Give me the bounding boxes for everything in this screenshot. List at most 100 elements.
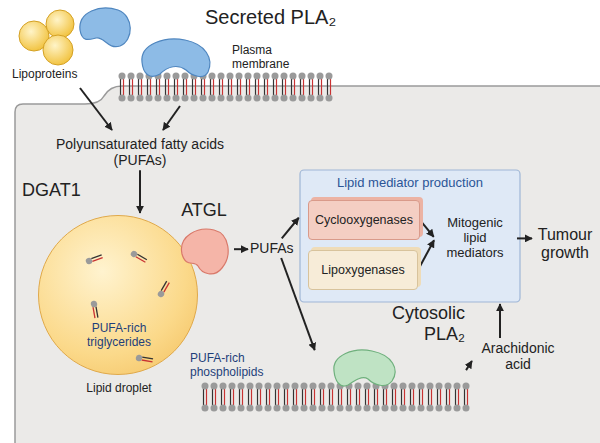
lipid-tail — [120, 79, 121, 87]
lipid-head — [454, 383, 461, 390]
lipid-tail — [383, 389, 384, 397]
lipid-tail — [305, 389, 306, 397]
lipid-tail — [294, 79, 295, 87]
lipid-tail — [246, 79, 247, 87]
arrow — [163, 106, 180, 130]
lipid-head — [326, 95, 333, 102]
lipid-tail — [248, 389, 249, 397]
lipid-tail — [458, 397, 459, 405]
fatty-tail — [92, 258, 102, 262]
lipid-tail — [264, 87, 265, 95]
arrow-connector — [139, 170, 141, 213]
lipid-tail — [455, 389, 456, 397]
node-text: Lipid droplet — [39, 382, 199, 396]
lipid-tail — [156, 87, 157, 95]
lipid-tail — [359, 389, 360, 397]
lipid-tail — [165, 87, 166, 95]
lipid-head — [274, 405, 281, 412]
lipid-head — [346, 405, 353, 412]
lipid-head — [382, 405, 389, 412]
lipid-tail — [422, 397, 423, 405]
lipid-tail — [350, 397, 351, 405]
part-label: Plasma membrane — [232, 44, 302, 72]
lipid-head — [236, 95, 243, 102]
lipid-head — [328, 405, 335, 412]
glycerol-head — [135, 354, 142, 361]
lipid-head — [173, 95, 180, 102]
lipid-head — [263, 73, 270, 80]
lipid-tail — [437, 389, 438, 397]
lipid-tail — [212, 389, 213, 397]
lipid-head — [445, 405, 452, 412]
triglyceride — [90, 300, 99, 318]
lipid-tail — [303, 87, 304, 95]
lipoprotein — [46, 10, 74, 38]
lipid-tail — [222, 79, 223, 87]
lipid-tail — [269, 389, 270, 397]
lipid-head — [290, 95, 297, 102]
lipid-tail — [230, 397, 231, 405]
lipid-head — [164, 95, 171, 102]
lipid-tail — [413, 389, 414, 397]
lipid-head — [164, 73, 171, 80]
lipid-tail — [273, 87, 274, 95]
fatty-tail — [164, 283, 170, 293]
lipid-tail — [231, 79, 232, 87]
lipid-tail — [330, 87, 331, 95]
lipid-tail — [206, 397, 207, 405]
lipid-tail — [347, 389, 348, 397]
lipid-tail — [314, 389, 315, 397]
lipid-tail — [341, 397, 342, 405]
lipid-head — [317, 73, 324, 80]
lipid-head — [211, 405, 218, 412]
lipid-tail — [273, 79, 274, 87]
lipid-tail — [311, 389, 312, 397]
lipid-tail — [219, 87, 220, 95]
lipid-tail — [320, 397, 321, 405]
fatty-tail — [96, 307, 98, 318]
lipid-tail — [356, 397, 357, 405]
lipid-head — [400, 383, 407, 390]
lipid-tail — [467, 397, 468, 405]
lipid-head — [155, 95, 162, 102]
lipid-tail — [258, 87, 259, 95]
lipid-head — [283, 383, 290, 390]
lipid-tail — [291, 87, 292, 95]
lipid-head — [436, 383, 443, 390]
lipid-head — [220, 383, 227, 390]
triglyceride — [130, 250, 148, 264]
lipid-tail — [365, 389, 366, 397]
lipid-tail — [422, 389, 423, 397]
text-node: Arachidonic acid — [473, 340, 563, 372]
lipid-tail — [305, 397, 306, 405]
lipid-head — [292, 405, 299, 412]
lipid-tail — [150, 87, 151, 95]
secreted-enzyme — [142, 39, 210, 76]
lipid-tail — [174, 87, 175, 95]
lipid-tail — [386, 389, 387, 397]
enzyme-outline — [181, 229, 228, 274]
lipoproteins — [19, 10, 74, 65]
lipid-head — [409, 405, 416, 412]
lipid-head — [355, 405, 362, 412]
lipid-tail — [386, 397, 387, 405]
lipid-head — [191, 95, 198, 102]
lipid-tail — [374, 397, 375, 405]
lipid-tail — [249, 87, 250, 95]
glycerol-head — [130, 250, 139, 259]
lipid-tail — [300, 79, 301, 87]
lipid-head — [328, 383, 335, 390]
lipid-tail — [293, 397, 294, 405]
lipid-head — [247, 405, 254, 412]
enzyme-shape — [330, 347, 400, 389]
lipid-tail — [302, 389, 303, 397]
lipid-head — [427, 383, 434, 390]
lipid-tail — [300, 87, 301, 95]
lipid-tail — [377, 397, 378, 405]
process-box: Lipoxygenases — [308, 250, 418, 290]
lipid-tail — [206, 389, 207, 397]
part-label: Lipoproteins — [12, 68, 77, 82]
lipid-tail — [132, 87, 133, 95]
lipid-tail — [141, 79, 142, 87]
arrow-connector — [419, 240, 434, 268]
